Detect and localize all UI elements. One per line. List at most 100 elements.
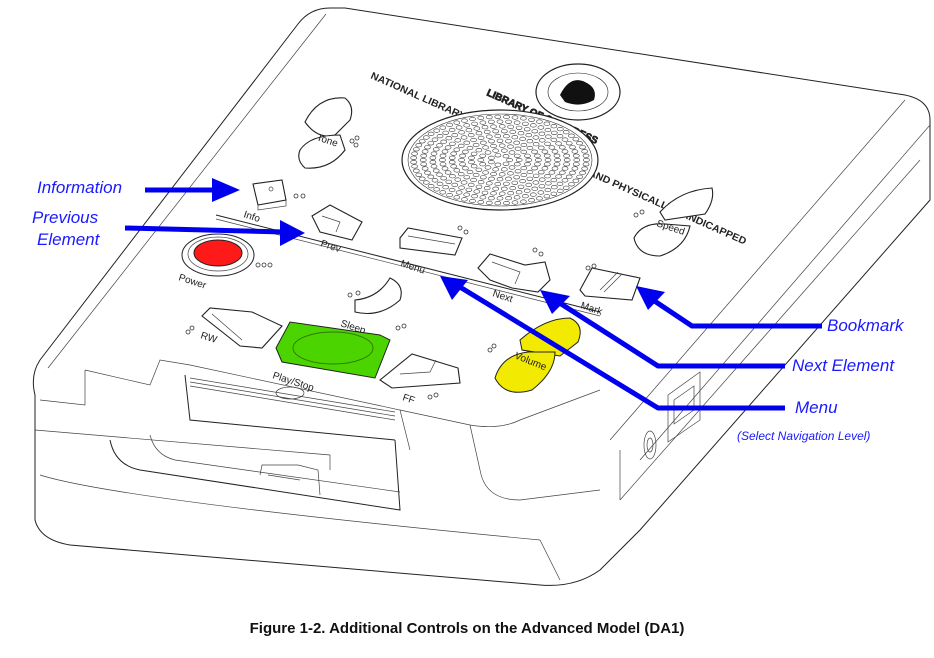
grille-hole	[505, 139, 512, 144]
ff-button[interactable]: FF	[379, 353, 461, 407]
grille-hole	[503, 181, 510, 186]
library-of-congress-seal	[535, 63, 621, 121]
prev-button[interactable]: Prev	[311, 204, 363, 255]
grille-hole	[576, 174, 583, 179]
grille-hole	[565, 141, 573, 146]
grille-hole	[519, 179, 527, 184]
grille-hole	[458, 130, 465, 135]
grille-hole	[544, 134, 552, 139]
grille-hole	[506, 157, 513, 163]
grille-hole	[479, 162, 487, 167]
grille-hole	[488, 176, 495, 181]
next-button[interactable]: Next	[477, 253, 551, 305]
grille-hole	[467, 133, 475, 138]
grille-hole	[475, 167, 483, 172]
grille-hole	[465, 187, 473, 192]
tone-button[interactable]: Tone	[298, 97, 353, 169]
grille-hole	[462, 166, 469, 171]
grille-hole	[509, 129, 517, 134]
grille-hole	[538, 177, 546, 182]
sleep-button[interactable]: Sleep	[339, 277, 402, 337]
grille-hole	[538, 131, 546, 136]
power-button[interactable]: Power	[177, 233, 255, 292]
grille-hole	[561, 137, 569, 142]
previous-element-arrow	[124, 220, 305, 246]
grille-hole	[515, 125, 523, 130]
grille-hole	[477, 180, 485, 185]
grille-hole	[470, 137, 477, 143]
grille-hole	[449, 174, 456, 179]
grille-hole	[472, 172, 480, 178]
grille-hole	[427, 184, 435, 189]
grille-hole	[429, 155, 437, 160]
grille-hole	[448, 187, 456, 193]
grille-hole	[459, 162, 466, 167]
callout-menu-note: (Select Navigation Level)	[737, 429, 871, 443]
grille-hole	[563, 162, 570, 167]
grille-hole	[498, 172, 506, 177]
grille-hole	[537, 190, 545, 195]
grille-hole	[430, 151, 438, 156]
info-button[interactable]: Info	[242, 179, 287, 225]
grille-hole	[463, 192, 471, 197]
grille-hole	[500, 148, 508, 153]
grille-hole	[427, 141, 435, 146]
grille-hole	[431, 137, 439, 142]
grille-hole	[515, 157, 523, 163]
grille-hole	[550, 124, 558, 129]
grille-hole	[471, 194, 478, 199]
grille-hole	[444, 170, 452, 175]
next-element-arrow	[540, 290, 785, 369]
grille-hole	[496, 196, 504, 201]
grille-hole	[536, 119, 543, 124]
grille-hole	[532, 142, 540, 147]
grille-hole	[507, 171, 514, 176]
grille-hole	[519, 136, 527, 141]
play-stop-button[interactable]: Play/Stop	[271, 321, 391, 394]
grille-hole	[433, 187, 441, 192]
grille-hole	[531, 166, 538, 171]
grille-hole	[534, 162, 541, 167]
volume-button[interactable]: Volume	[494, 317, 581, 393]
speed-button[interactable]: Speed	[633, 187, 714, 257]
rw-button[interactable]: RW	[199, 307, 283, 349]
grille-hole	[526, 139, 534, 144]
grille-hole	[554, 157, 561, 163]
grille-hole	[479, 120, 487, 125]
grille-hole	[531, 129, 539, 134]
grille-hole	[458, 185, 465, 190]
grille-hole	[568, 133, 575, 138]
mark-button[interactable]: Mark	[579, 267, 641, 318]
grille-hole	[481, 190, 489, 195]
grille-hole	[537, 145, 545, 150]
grille-hole	[500, 186, 508, 191]
grille-hole	[494, 153, 502, 158]
grille-hole	[439, 125, 447, 130]
grille-hole	[473, 189, 481, 194]
grille-hole	[448, 127, 456, 133]
grille-hole	[415, 143, 423, 148]
grille-hole	[571, 166, 579, 171]
grille-hole	[412, 168, 420, 173]
grille-hole	[488, 160, 495, 165]
grille-hole	[496, 138, 504, 143]
grille-hole	[427, 174, 435, 179]
grille-hole	[490, 124, 497, 129]
grille-hole	[531, 149, 538, 154]
grille-hole	[415, 172, 423, 177]
grille-hole	[505, 176, 512, 181]
grille-hole	[535, 157, 542, 163]
grille-hole	[522, 121, 529, 126]
grille-hole	[446, 122, 453, 127]
grille-hole	[432, 168, 440, 173]
grille-hole	[475, 131, 483, 136]
grille-hole	[479, 175, 487, 180]
grille-hole	[551, 166, 559, 171]
grille-hole	[537, 125, 545, 130]
grille-hole	[467, 182, 475, 187]
grille-hole	[421, 166, 429, 171]
grille-hole	[439, 162, 447, 167]
grille-hole	[583, 157, 590, 163]
grille-hole	[444, 145, 452, 150]
grille-hole	[410, 155, 418, 160]
